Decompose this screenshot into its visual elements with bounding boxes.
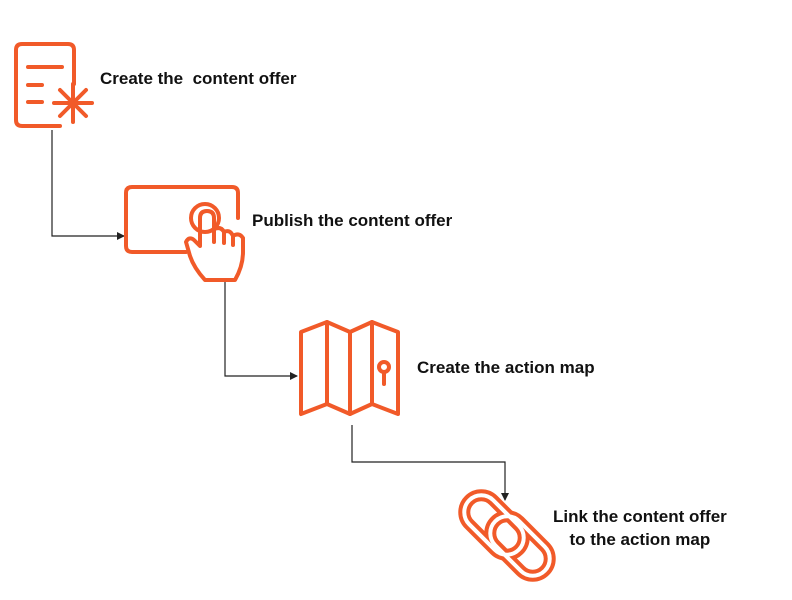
connector-3-to-4 — [351, 425, 509, 501]
step-4-label-line-1: Link the content offer — [553, 507, 727, 526]
step-1-label: Create the content offer — [100, 69, 297, 88]
connector-1-to-2 — [51, 130, 125, 240]
step-3-label: Create the action map — [417, 358, 595, 377]
document-asterisk-icon — [14, 42, 94, 128]
step-4-label-line-2: to the action map — [569, 530, 711, 549]
folded-map-icon — [299, 320, 400, 416]
chain-link-inner — [462, 493, 552, 578]
step-2-label: Publish the content offer — [252, 211, 453, 230]
step-4-label: Link the content offer to the action map — [553, 505, 727, 551]
chain-link-icon — [458, 489, 556, 582]
touchscreen-tap-icon — [124, 185, 245, 282]
connector-2-to-3 — [224, 282, 298, 380]
